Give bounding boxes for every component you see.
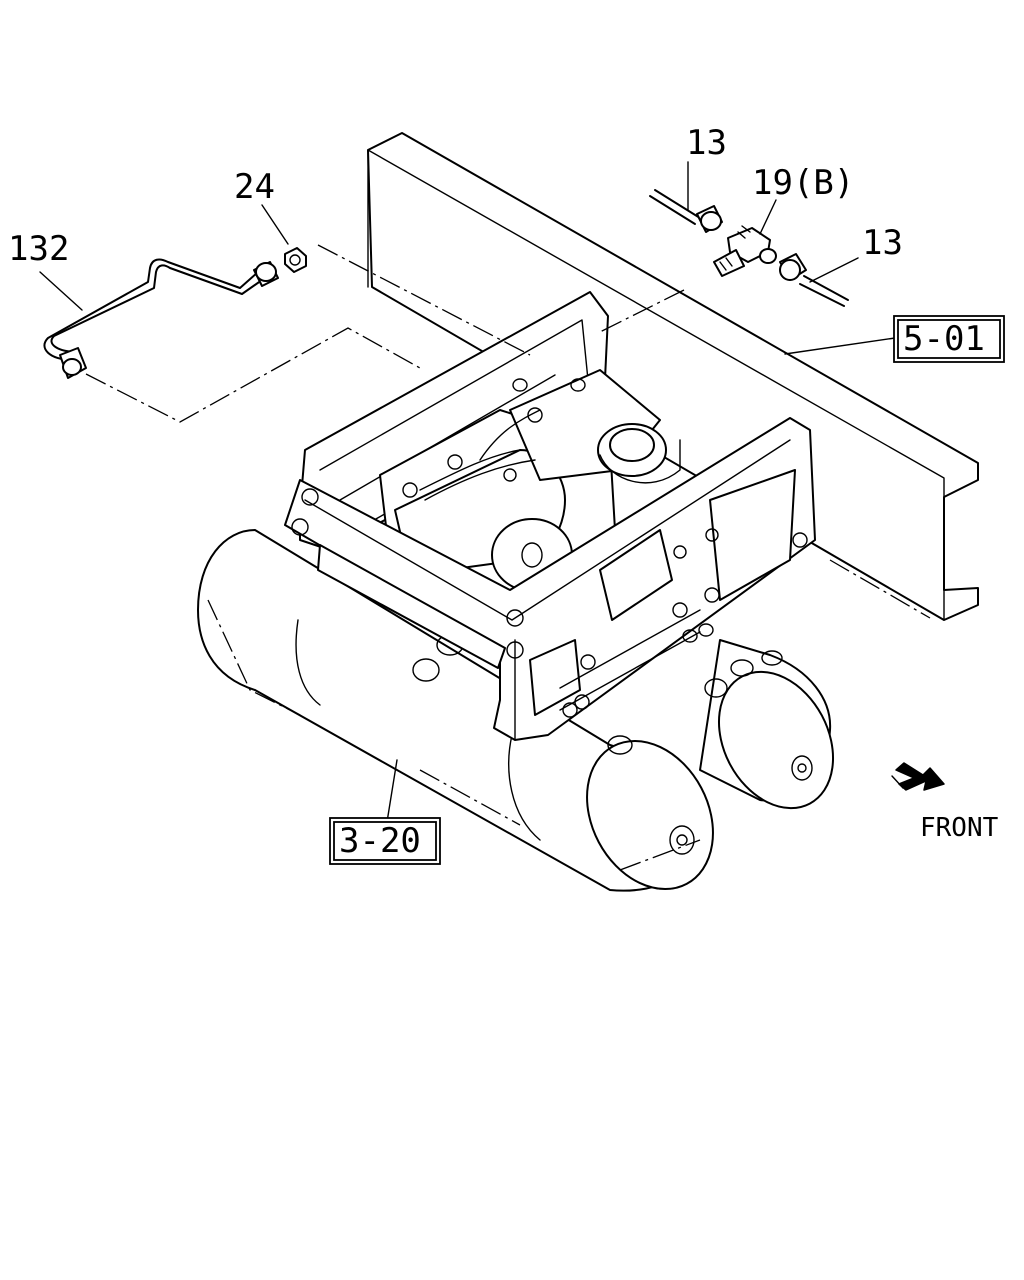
air-tank-right <box>699 639 835 810</box>
nut-24 <box>284 247 307 273</box>
leader-lines <box>39 161 896 823</box>
assembly-center-lines <box>85 244 931 871</box>
fitting-13-right <box>779 253 849 307</box>
mounting-bracket-front <box>284 417 816 741</box>
pipe-132 <box>43 258 279 379</box>
mounting-bracket-rear <box>299 291 609 551</box>
reference-box-5-01[interactable]: 5-01 <box>893 315 1005 363</box>
reference-box-3-20[interactable]: 3-20 <box>329 817 441 865</box>
fitting-13-top <box>649 189 723 233</box>
label-132: 132 <box>8 229 69 269</box>
label-19b: 19(B) <box>752 163 854 203</box>
front-arrow-icon <box>891 762 945 791</box>
ref-label-3-20: 3-20 <box>339 821 421 861</box>
label-24: 24 <box>234 167 275 207</box>
ref-label-5-01: 5-01 <box>903 319 985 359</box>
air-tank-left <box>197 529 714 892</box>
label-13-top: 13 <box>686 123 727 163</box>
fitting-19b <box>713 225 777 277</box>
front-label: FRONT <box>920 813 999 843</box>
label-13-right: 13 <box>862 223 903 263</box>
